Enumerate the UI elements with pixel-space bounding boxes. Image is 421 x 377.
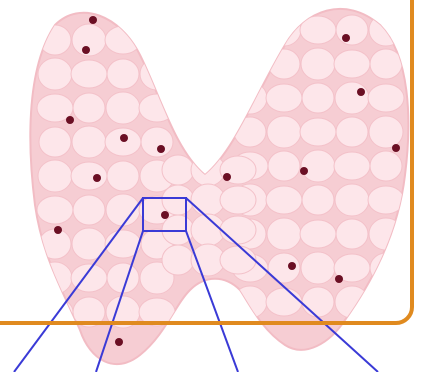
cell-dot	[392, 144, 400, 152]
follicle	[107, 59, 139, 89]
cell-dot	[335, 275, 343, 283]
follicle	[368, 84, 404, 112]
follicle	[336, 15, 368, 45]
follicle	[302, 185, 334, 215]
cell-dot	[342, 34, 350, 42]
follicle	[369, 116, 403, 148]
follicle	[301, 252, 335, 284]
cell-dot	[66, 116, 74, 124]
follicle	[302, 83, 334, 113]
cell-dot	[120, 134, 128, 142]
follicle	[368, 288, 404, 316]
follicle	[72, 126, 106, 158]
cell-dot	[223, 173, 231, 181]
follicle	[162, 155, 194, 185]
follicle	[162, 245, 194, 275]
follicle	[140, 58, 174, 90]
follicle	[267, 218, 301, 250]
follicle	[71, 60, 107, 88]
follicle	[369, 14, 403, 46]
cell-dot	[288, 262, 296, 270]
follicle	[220, 216, 256, 244]
follicle	[73, 93, 105, 123]
follicle	[268, 49, 300, 79]
follicle	[266, 288, 302, 316]
follicle	[141, 25, 173, 55]
follicle	[336, 117, 368, 147]
follicle	[39, 229, 71, 259]
follicle	[220, 186, 256, 214]
follicle	[336, 219, 368, 249]
follicle	[334, 50, 370, 78]
follicle-cells	[37, 14, 404, 328]
follicle	[71, 162, 107, 190]
follicle	[268, 151, 300, 181]
follicle	[300, 118, 336, 146]
follicle	[105, 128, 141, 156]
follicle	[335, 82, 369, 114]
follicle	[370, 253, 402, 283]
follicle	[37, 298, 73, 326]
cell-dot	[161, 211, 169, 219]
follicle	[370, 49, 402, 79]
follicle	[300, 220, 336, 248]
cell-dot	[357, 88, 365, 96]
cell-dot	[300, 167, 308, 175]
follicle	[267, 14, 301, 46]
follicle	[39, 25, 71, 55]
follicle	[107, 161, 139, 191]
follicle	[39, 127, 71, 157]
follicle	[266, 84, 302, 112]
follicle	[141, 127, 173, 157]
follicle	[106, 296, 140, 328]
follicle	[37, 196, 73, 224]
follicle	[38, 262, 72, 294]
cell-dot	[93, 174, 101, 182]
follicle	[73, 195, 105, 225]
follicle	[266, 186, 302, 214]
follicle	[302, 287, 334, 317]
follicle	[301, 48, 335, 80]
follicle	[38, 160, 72, 192]
cell-dot	[82, 46, 90, 54]
follicle	[335, 286, 369, 318]
follicle	[370, 151, 402, 181]
follicle	[139, 298, 175, 326]
follicle	[267, 116, 301, 148]
follicle	[233, 286, 267, 318]
follicle	[335, 184, 369, 216]
follicle	[73, 297, 105, 327]
follicle	[301, 150, 335, 182]
follicle	[38, 58, 72, 90]
cell-dot	[89, 16, 97, 24]
follicle	[220, 246, 256, 274]
follicle	[234, 117, 266, 147]
cell-dot	[157, 145, 165, 153]
cell-dot	[115, 338, 123, 346]
follicle	[139, 94, 175, 122]
follicle	[106, 92, 140, 124]
follicle	[369, 218, 403, 250]
follicle	[232, 50, 268, 78]
follicle	[334, 152, 370, 180]
cell-dot	[54, 226, 62, 234]
follicle	[234, 15, 266, 45]
